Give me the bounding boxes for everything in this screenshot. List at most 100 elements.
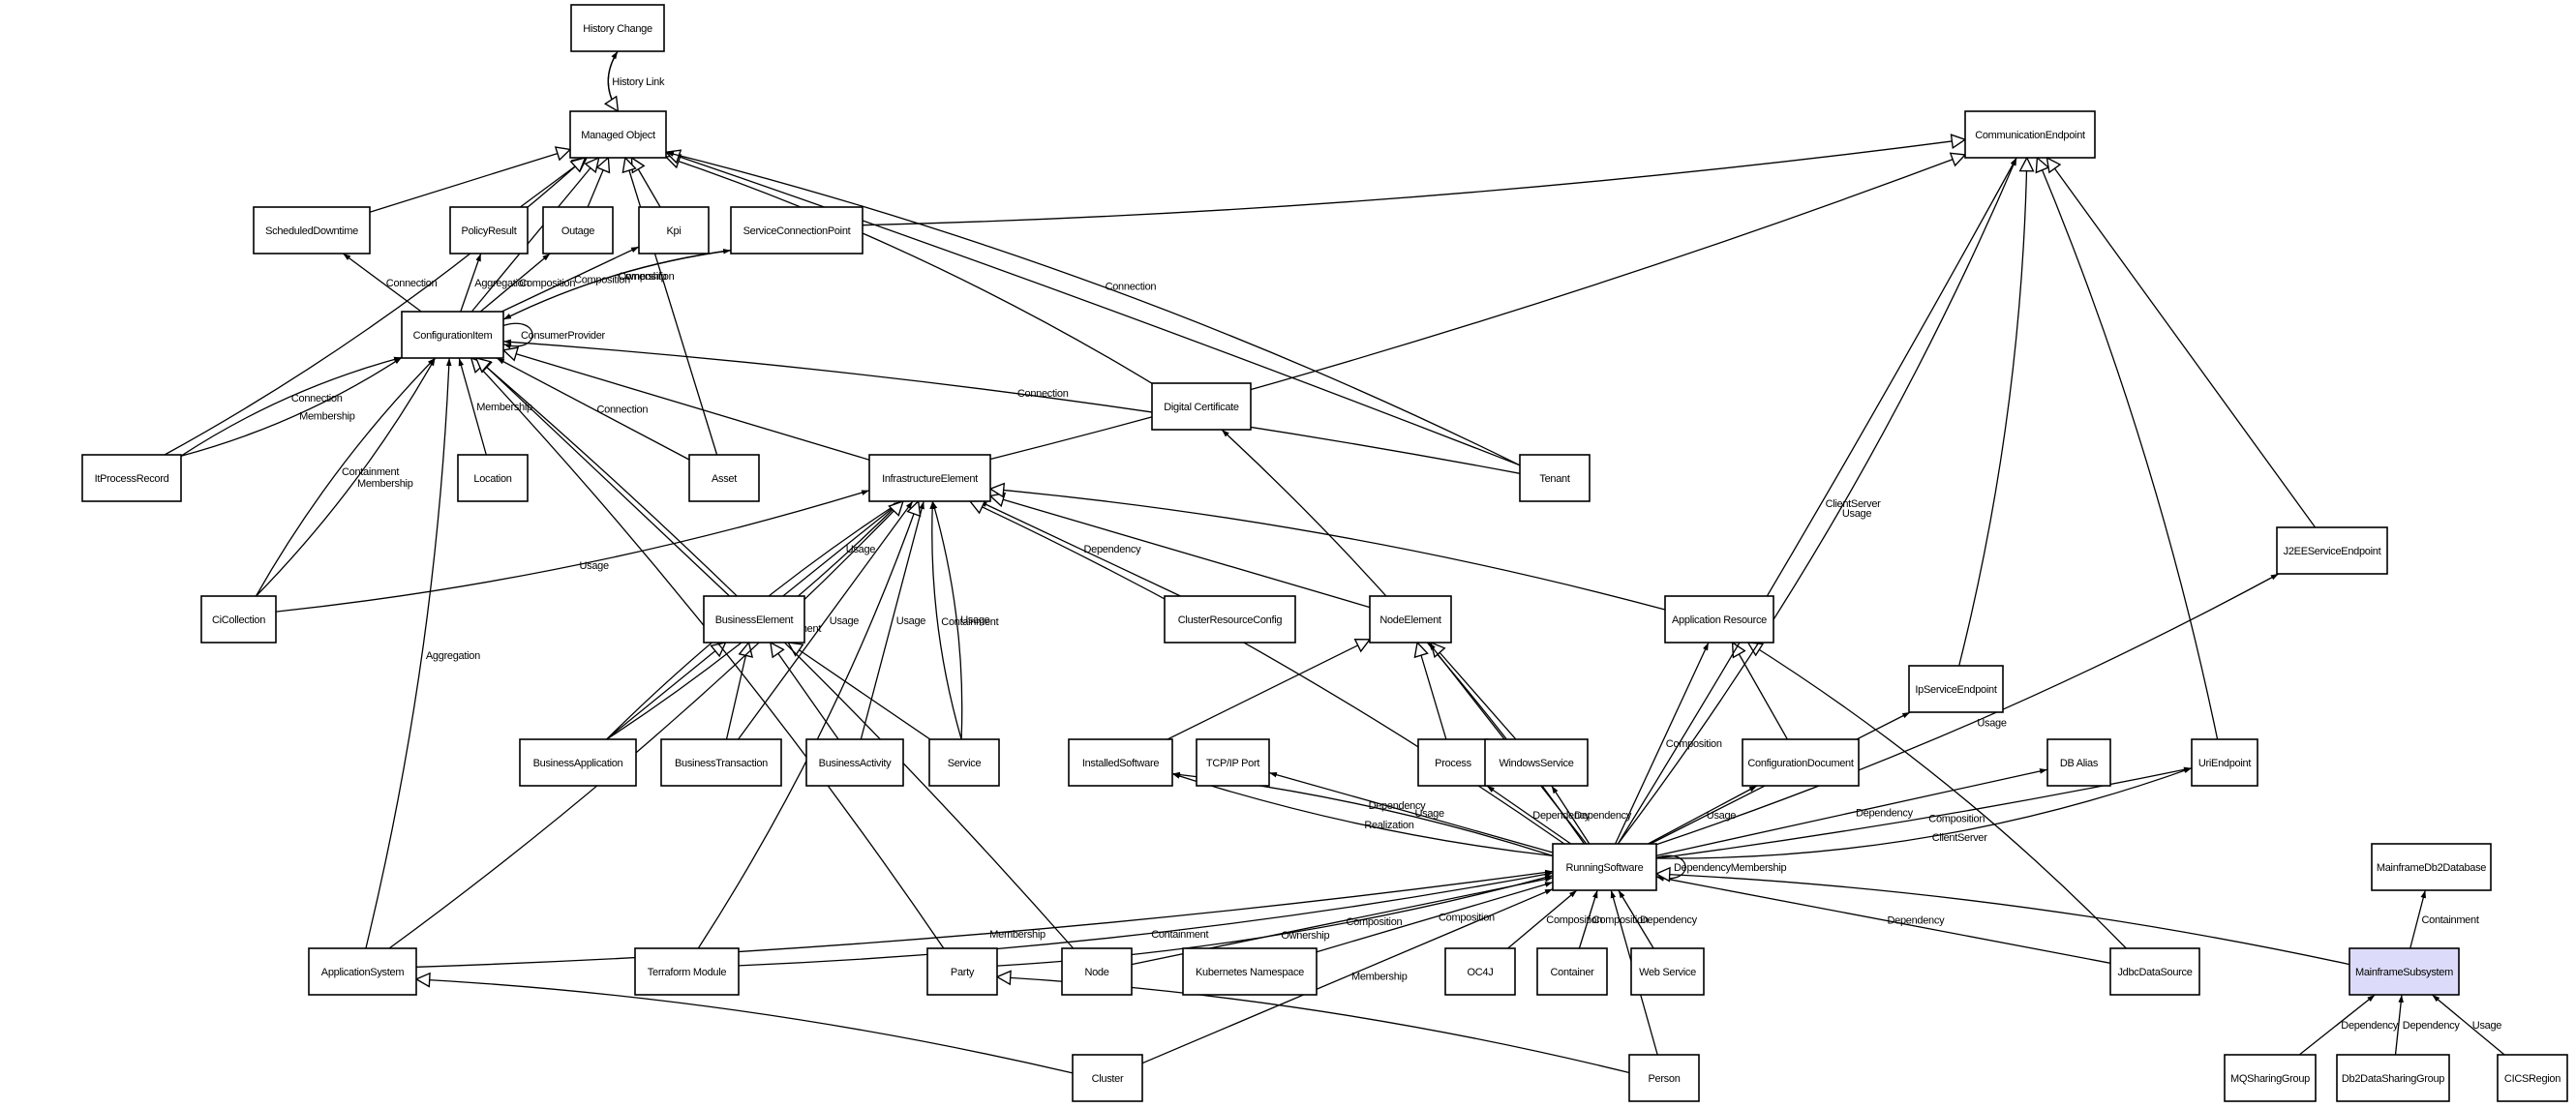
class-box[interactable] — [1061, 947, 1133, 996]
class-box[interactable] — [1417, 738, 1489, 787]
class-node-application-system[interactable]: ApplicationSystem — [308, 947, 417, 996]
class-node-tenant[interactable]: Tenant — [1519, 454, 1591, 502]
class-node-kubernetes-namespace[interactable]: Kubernetes Namespace — [1182, 947, 1318, 996]
class-box[interactable] — [2371, 843, 2492, 891]
class-box[interactable] — [519, 738, 637, 787]
class-node-mainframe-subsystem[interactable]: MainframeSubsystem — [2349, 947, 2460, 996]
class-node-business-transaction[interactable]: BusinessTransaction — [660, 738, 782, 787]
class-node-installed-software[interactable]: InstalledSoftware — [1068, 738, 1173, 787]
class-box[interactable] — [1536, 947, 1608, 996]
class-node-oc4j[interactable]: OC4J — [1444, 947, 1516, 996]
class-node-cics-region[interactable]: CICSRegion — [2497, 1054, 2568, 1102]
class-box[interactable] — [1068, 738, 1173, 787]
class-box[interactable] — [703, 595, 805, 644]
class-box[interactable] — [308, 947, 417, 996]
class-box[interactable] — [457, 454, 529, 502]
class-box[interactable] — [2224, 1054, 2317, 1102]
class-node-kpi[interactable]: Kpi — [638, 206, 710, 255]
class-box[interactable] — [449, 206, 529, 255]
class-node-location[interactable]: Location — [457, 454, 529, 502]
class-box[interactable] — [1964, 110, 2096, 159]
class-box[interactable] — [2336, 1054, 2450, 1102]
class-node-mq-sharing-group[interactable]: MQSharingGroup — [2224, 1054, 2317, 1102]
class-node-service-connection-point[interactable]: ServiceConnectionPoint — [730, 206, 864, 255]
class-box[interactable] — [638, 206, 710, 255]
class-node-container[interactable]: Container — [1536, 947, 1608, 996]
class-node-digital-certificate[interactable]: Digital Certificate — [1151, 382, 1252, 431]
class-box[interactable] — [2349, 947, 2460, 996]
class-node-node-element[interactable]: NodeElement — [1369, 595, 1452, 644]
class-box[interactable] — [926, 947, 998, 996]
class-node-db2-data-sharing-group[interactable]: Db2DataSharingGroup — [2336, 1054, 2450, 1102]
class-node-terraform-module[interactable]: Terraform Module — [634, 947, 740, 996]
class-node-configuration-item[interactable]: ConfigurationItem — [401, 311, 504, 359]
class-box[interactable] — [634, 947, 740, 996]
class-box[interactable] — [200, 595, 277, 644]
class-box[interactable] — [569, 110, 667, 159]
class-box[interactable] — [2276, 526, 2388, 575]
class-node-party[interactable]: Party — [926, 947, 998, 996]
class-box[interactable] — [660, 738, 782, 787]
class-box[interactable] — [2497, 1054, 2568, 1102]
class-node-policy-result[interactable]: PolicyResult — [449, 206, 529, 255]
class-node-running-software[interactable]: RunningSoftware — [1552, 843, 1657, 891]
class-box[interactable] — [805, 738, 904, 787]
class-node-outage[interactable]: Outage — [542, 206, 614, 255]
class-node-mainframe-db2-database[interactable]: MainframeDb2Database — [2371, 843, 2492, 891]
class-node-infrastructure-element[interactable]: InfrastructureElement — [868, 454, 991, 502]
class-node-j2ee-service-endpoint[interactable]: J2EEServiceEndpoint — [2276, 526, 2388, 575]
class-node-node[interactable]: Node — [1061, 947, 1133, 996]
class-box[interactable] — [1196, 738, 1270, 787]
class-node-business-activity[interactable]: BusinessActivity — [805, 738, 904, 787]
class-box[interactable] — [1164, 595, 1296, 644]
class-box[interactable] — [1182, 947, 1318, 996]
class-box[interactable] — [542, 206, 614, 255]
class-node-uri-endpoint[interactable]: UriEndpoint — [2191, 738, 2258, 787]
class-box[interactable] — [401, 311, 504, 359]
class-box[interactable] — [1664, 595, 1774, 644]
class-box[interactable] — [868, 454, 991, 502]
class-box[interactable] — [2191, 738, 2258, 787]
class-node-asset[interactable]: Asset — [688, 454, 760, 502]
class-node-scheduled-downtime[interactable]: ScheduledDowntime — [253, 206, 371, 255]
class-box[interactable] — [730, 206, 864, 255]
class-box[interactable] — [1908, 665, 2004, 713]
class-box[interactable] — [1444, 947, 1516, 996]
class-node-process[interactable]: Process — [1417, 738, 1489, 787]
class-node-ip-service-endpoint[interactable]: IpServiceEndpoint — [1908, 665, 2004, 713]
class-node-cluster-resource-config[interactable]: ClusterResourceConfig — [1164, 595, 1296, 644]
class-box[interactable] — [253, 206, 371, 255]
class-node-business-application[interactable]: BusinessApplication — [519, 738, 637, 787]
class-node-history-change[interactable]: History Change — [570, 4, 665, 52]
class-box[interactable] — [1072, 1054, 1143, 1102]
class-box[interactable] — [2109, 947, 2200, 996]
class-box[interactable] — [1742, 738, 1860, 787]
class-node-db-alias[interactable]: DB Alias — [2046, 738, 2111, 787]
class-node-tcpip-port[interactable]: TCP/IP Port — [1196, 738, 1270, 787]
class-box[interactable] — [928, 738, 1000, 787]
class-node-web-service[interactable]: Web Service — [1630, 947, 1705, 996]
class-box[interactable] — [688, 454, 760, 502]
class-box[interactable] — [570, 4, 665, 52]
class-box[interactable] — [1151, 382, 1252, 431]
class-node-communication-endpoint[interactable]: CommunicationEndpoint — [1964, 110, 2096, 159]
class-box[interactable] — [1630, 947, 1705, 996]
class-box[interactable] — [1519, 454, 1591, 502]
class-node-person[interactable]: Person — [1628, 1054, 1700, 1102]
class-node-managed-object[interactable]: Managed Object — [569, 110, 667, 159]
class-node-configuration-document[interactable]: ConfigurationDocument — [1742, 738, 1860, 787]
class-node-it-process-record[interactable]: ItProcessRecord — [81, 454, 182, 502]
class-node-business-element[interactable]: BusinessElement — [703, 595, 805, 644]
class-node-windows-service[interactable]: WindowsService — [1484, 738, 1589, 787]
class-node-cluster[interactable]: Cluster — [1072, 1054, 1143, 1102]
class-box[interactable] — [2046, 738, 2111, 787]
class-box[interactable] — [1484, 738, 1589, 787]
class-box[interactable] — [1628, 1054, 1700, 1102]
class-box[interactable] — [1552, 843, 1657, 891]
class-node-jdbc-data-source[interactable]: JdbcDataSource — [2109, 947, 2200, 996]
class-node-application-resource[interactable]: Application Resource — [1664, 595, 1774, 644]
class-box[interactable] — [81, 454, 182, 502]
class-node-ci-collection[interactable]: CiCollection — [200, 595, 277, 644]
class-node-service[interactable]: Service — [928, 738, 1000, 787]
class-box[interactable] — [1369, 595, 1452, 644]
